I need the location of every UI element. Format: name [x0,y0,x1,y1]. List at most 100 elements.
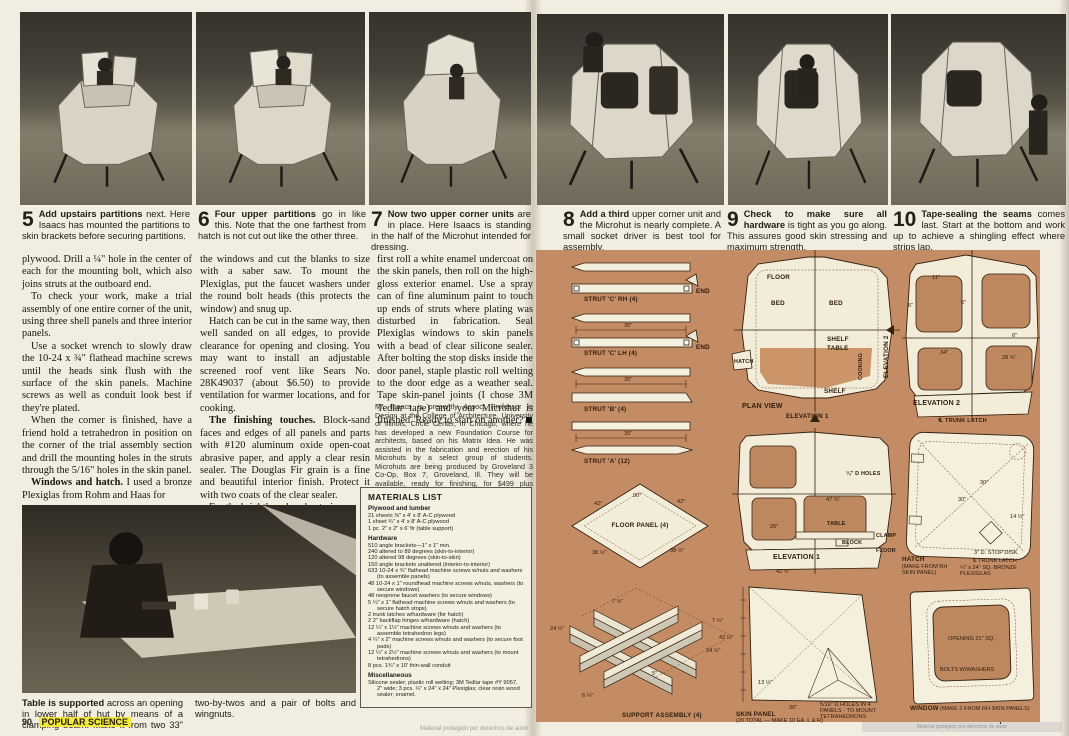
dimension-label: 14 ½" [1010,514,1025,520]
diagram-label: FLOOR [876,548,896,554]
paragraph: To check your work, make a trial assembl… [22,291,192,340]
materials-section-heading: Miscellaneous [368,671,412,679]
paragraph: plywood. Drill a ¼" hole in the center o… [22,254,192,290]
diagram-title: SKIN PANEL [736,711,776,718]
dimension-label: 47 ¾" [826,497,841,503]
copyright-watermark-band: Material protegido por derechos de autor [862,722,1062,732]
diagram-label: STRUT 'C' LH (4) [584,350,638,357]
dimension-label: BOLTS W/WASHERS [940,667,995,673]
dimension-label: 34" [940,350,949,356]
diagram-label: (MAKE FROM RH SKIN PANEL) [902,564,948,576]
diagram-label: ELEVATION 2 [883,335,890,378]
dimension-label: 38 ½" [670,548,685,554]
diagram-label: FLOOR [767,274,791,281]
diagram-label: 5/16" D HOLES IN 4 PANELS - TO MOUNT TET… [820,702,877,720]
photo-step-5 [20,12,192,205]
dimension-label: 7 ½" [712,618,724,624]
construction-plans-panel: STRUT 'C' RH (4) STRUT 'C' LH (4) STRUT … [536,250,1040,724]
diagram-label: ℄ TRUNK LATCH [938,418,987,424]
diagram-label: STRUT 'B' (4) [584,406,627,413]
table-scene-illustration [80,505,356,658]
materials-items: Silicone sealer; plastic roll welting; 3… [368,680,524,699]
hut-illustration [755,43,867,189]
copyright-watermark: Material protegido por derechos de autor [420,726,529,732]
dimension-label: 35" [624,377,633,383]
paragraph: the windows and cut the blanks to size w… [200,254,370,315]
step-number: 9 [727,208,739,231]
materials-list-box: MATERIALS LIST Plywood and lumber 21 she… [360,487,532,708]
diagram-label: HATCH [734,359,754,365]
halfhut-illustration [228,48,339,187]
list-item: 21 sheets ⅜" x 4' x 8' A-C plywood [368,513,456,519]
left-footer: 90 POPULAR SCIENCE [22,717,132,727]
plans-linework [569,250,1040,705]
materials-title: MATERIALS LIST [368,492,443,502]
step-number: 5 [22,208,34,231]
list-item: 2 2" backflap hinges w/hardware (hatch) [368,618,470,625]
dimension-label: 38 ½" [592,550,607,556]
list-item: 5 ¼" x 1" flathead machine screws w/nuts… [368,599,515,612]
list-item: 633 10-24 x ¾" flathead machine screws w… [368,568,523,581]
caption-lead: Now two upper corner units [387,209,515,219]
diagram-label: BLOCK [842,540,863,546]
dimension-label: 42° [594,501,603,507]
magazine-brand: POPULAR SCIENCE [38,717,132,727]
step-number: 10 [893,208,917,231]
list-item: Silicone sealer; plastic roll welting; 3… [368,679,520,699]
dimension-label: 6" [908,303,914,309]
diagram-label: BED [771,300,785,307]
step-number: 6 [198,208,210,231]
photo-step-10 [891,14,1066,205]
diagram-label: END [696,288,710,295]
list-item: 1 pc. 2" x 2" x 6' fir (table support) [368,525,454,532]
materials-section-heading: Hardware [368,534,398,542]
list-item: 150 angle brackets unaltered (interior-t… [368,561,491,568]
list-item: 12 ¼" x 2½" machine screws w/nuts and wa… [368,649,519,663]
body-column-1: plywood. Drill a ¼" hole in the center o… [22,254,192,502]
list-item: 2 trunk latches w/hardware (for hatch) [368,612,464,619]
diagram-label: ELEVATION 1 [786,413,829,420]
list-item: 48 10-24 x 1" roundhead machine screws w… [368,580,524,593]
dimension-label: 30" [958,497,967,503]
body-column-3: first roll a white enamel undercoat on t… [377,254,533,428]
paragraph: Hatch can be cut in the same way, then w… [200,316,370,414]
step-number: 8 [563,208,575,231]
diagram-label: ¼" x 24" SQ. BRONZE PLEXIGLAS [960,565,1017,577]
diagram-label: COOKING [858,352,864,380]
dimension-label: 35" [624,431,633,437]
hut-illustration [568,32,699,189]
caption-text: comes last. Start at the bottom and work… [893,209,1065,252]
diagram-label: TABLE [827,521,846,527]
dimension-label: 5" [652,671,658,677]
diagram-label: STRUT 'A' (12) [584,458,631,465]
list-item: 48 neoprene faucet washers (to secure wi… [368,593,492,600]
end-of-article-mark [526,417,533,424]
step-number: 7 [371,208,383,231]
caption-lead: Add a third [579,209,630,219]
diagram-label: ¼" D HOLES [846,471,881,477]
materials-items: 510 angle brackets—1" x 1" min.240 alter… [368,543,524,669]
dimension-label: ℄ TRUNK LATCH [973,558,1017,564]
caption-text: next. Here Isaacs has mounted the partit… [22,209,190,241]
photo-table-interior [22,505,356,693]
dimension-label: 6 ¼" [582,693,594,699]
dimension-label: 90° [633,493,642,499]
photo-step-7 [369,12,531,205]
dimension-label: 3" D. STOP DISK [974,550,1018,556]
body-column-2: the windows and cut the blanks to size w… [200,254,370,515]
materials-section-heading: Plywood and lumber [368,505,431,512]
dimension-label: 24 ½" [550,626,565,632]
paragraph: When the corner is finished, have a frie… [22,415,192,476]
diagram-title: ELEVATION 1 [773,554,821,561]
dimension-label: 36" [789,705,798,711]
dimension-label: 42 ½" [776,569,791,575]
list-item: 120 altered 98 degrees (skin-to-skin) [368,555,461,562]
dimension-label: 13 ½" [758,680,773,686]
diagram-label: SHELF [824,388,846,395]
